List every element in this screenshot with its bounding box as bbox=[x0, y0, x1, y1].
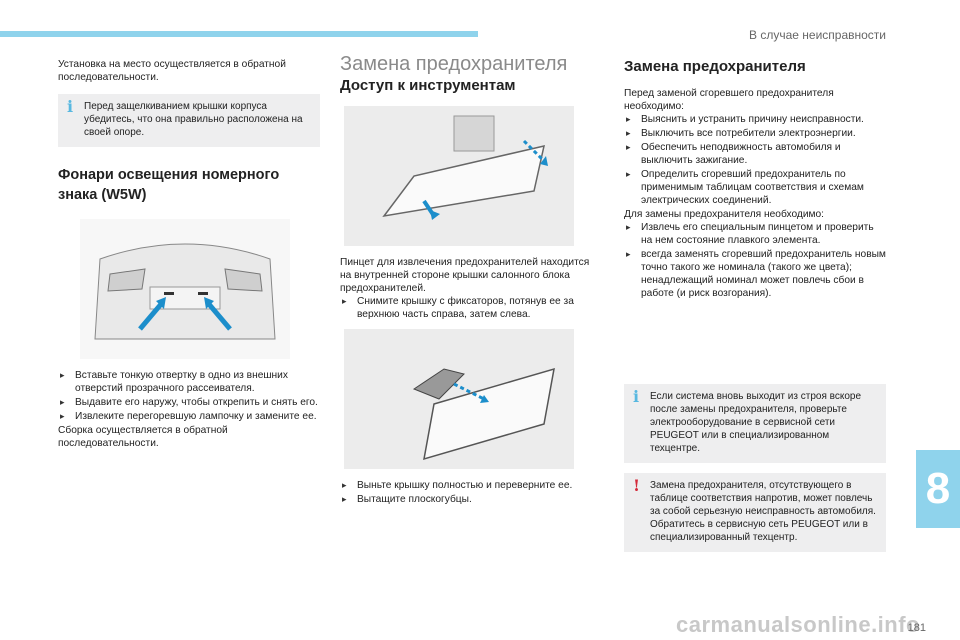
before-replacement-steps: Выяснить и устранить причину неисправнос… bbox=[624, 113, 886, 207]
fuse-cover-illustration-2 bbox=[344, 329, 574, 469]
column-left: Установка на место осуществляется в обра… bbox=[58, 58, 320, 456]
list-item: Выньте крышку полностью и переверните ее… bbox=[340, 479, 600, 492]
page-number: 181 bbox=[907, 622, 926, 634]
tweezers-location-text: Пинцет для извлечения предохранителей на… bbox=[340, 257, 590, 294]
section-title: В случае неисправности bbox=[749, 28, 886, 42]
list-item: Извлеките перегоревшую лампочку и замени… bbox=[58, 410, 320, 423]
outro-text: Сборка осуществляется в обратной последо… bbox=[58, 425, 228, 449]
top-accent-bar bbox=[0, 31, 478, 37]
column-right: Замена предохранителя Перед заменой сгор… bbox=[624, 58, 886, 562]
replacement-needs-text: Для замены предохранителя необходимо: bbox=[624, 209, 825, 220]
list-item: Выключить все потребители электроэнергии… bbox=[624, 127, 886, 140]
list-item: Вставьте тонкую отвертку в одно из внешн… bbox=[58, 369, 320, 395]
watermark: carmanualsonline.info bbox=[676, 612, 920, 637]
intro-text: Установка на место осуществляется в обра… bbox=[58, 59, 286, 83]
list-item: Выяснить и устранить причину неисправнос… bbox=[624, 113, 886, 126]
info-note: i Если система вновь выходит из строя вс… bbox=[624, 384, 886, 463]
warning-note: ! Замена предохранителя, отсутствующего … bbox=[624, 473, 886, 552]
list-item: Обеспечить неподвижность автомобиля и вы… bbox=[624, 141, 886, 167]
plate-light-heading: Фонари освещения номерного знака (W5W) bbox=[58, 167, 280, 203]
list-item: Снимите крышку с фиксаторов, потянув ее … bbox=[340, 295, 600, 321]
fuse-cover-illustration-1 bbox=[344, 106, 574, 246]
info-icon: i bbox=[67, 97, 74, 116]
fuse-replacement-title: Замена предохранителя bbox=[624, 58, 806, 75]
replacement-steps: Извлечь его специальным пинцетом и прове… bbox=[624, 221, 886, 300]
fuse-access-steps-2: Выньте крышку полностью и переверните ее… bbox=[340, 479, 600, 506]
info-note-text: Перед защелкиванием крышки корпуса убеди… bbox=[84, 101, 303, 138]
list-item: Выдавите его наружу, чтобы открепить и с… bbox=[58, 396, 320, 409]
car-rear-illustration bbox=[80, 219, 290, 359]
info-note: i Перед защелкиванием крышки корпуса убе… bbox=[58, 94, 320, 147]
list-item: Определить сгоревший предохранитель по п… bbox=[624, 168, 886, 207]
fuse-access-steps-1: Снимите крышку с фиксаторов, потянув ее … bbox=[340, 295, 600, 321]
list-item: Извлечь его специальным пинцетом и прове… bbox=[624, 221, 886, 247]
list-item: Вытащите плоскогубцы. bbox=[340, 493, 600, 506]
warning-icon: ! bbox=[633, 476, 641, 495]
warning-note-text: Замена предохранителя, отсутствующего в … bbox=[650, 480, 876, 543]
chapter-tab: 8 bbox=[916, 450, 960, 528]
info-note-text: Если система вновь выходит из строя вско… bbox=[650, 391, 862, 454]
list-item: всегда заменять сгоревший предохранитель… bbox=[624, 248, 886, 300]
info-icon: i bbox=[633, 387, 640, 406]
plate-light-steps: Вставьте тонкую отвертку в одно из внешн… bbox=[58, 369, 320, 423]
chapter-number: 8 bbox=[925, 464, 951, 513]
column-middle: Замена предохранителя Доступ к инструмен… bbox=[340, 53, 600, 507]
before-replacement-text: Перед заменой сгоревшего предохранителя … bbox=[624, 88, 834, 112]
tools-access-subtitle: Доступ к инструментам bbox=[340, 77, 516, 94]
fuse-title: Замена предохранителя bbox=[340, 53, 568, 75]
